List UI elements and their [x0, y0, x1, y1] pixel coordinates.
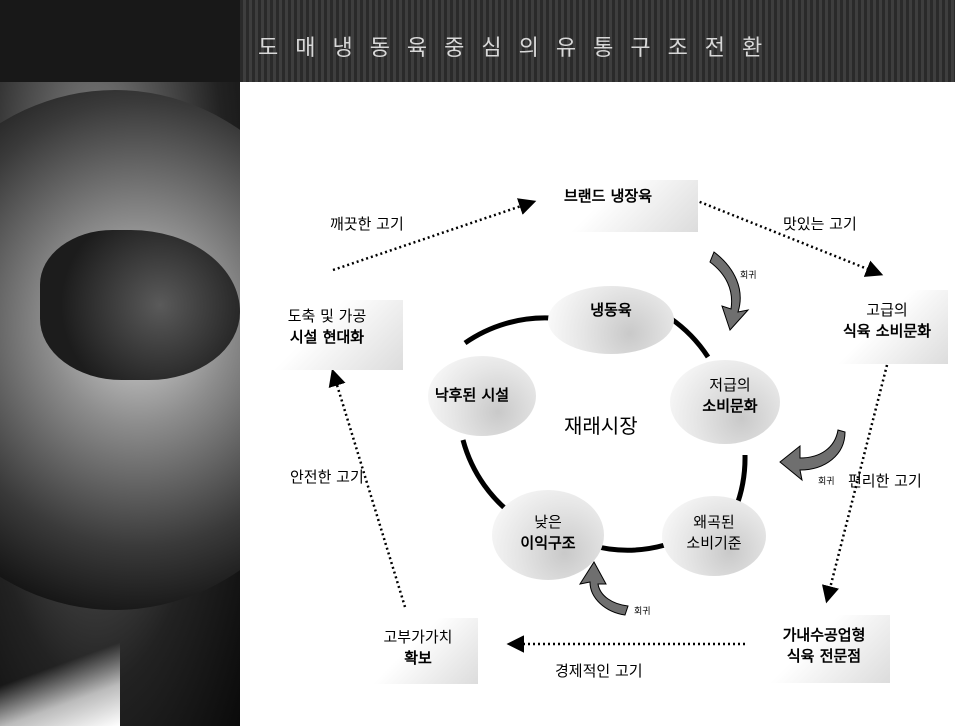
node-distorted-line2: 소비기준 — [686, 534, 742, 552]
box-modern — [258, 300, 403, 370]
edge-label-convenient: 편리한 고기 — [848, 472, 922, 490]
edge-safe — [328, 368, 407, 608]
node-value-line1: 고부가가치 — [383, 628, 453, 646]
return-label-top: 회귀 — [740, 271, 757, 281]
node-frozen: 냉동육 — [590, 301, 632, 319]
edge-label-safe: 안전한 고기 — [290, 468, 364, 486]
node-distorted: 왜곡된 소비기준 — [664, 512, 764, 554]
return-arrow-top — [709, 251, 750, 331]
ring-arc-top-left — [463, 315, 551, 346]
node-low-profit: 낮은 이익구조 — [498, 512, 598, 554]
node-modern-line1: 도축 및 가공 — [287, 307, 367, 325]
return-arrow-bottom — [578, 561, 629, 616]
node-specialty-line2: 식육 전문점 — [786, 647, 862, 665]
node-distorted-line1: 왜곡된 — [693, 513, 735, 531]
edge-clean — [332, 198, 537, 272]
top-left-strip — [0, 0, 240, 82]
node-value: 고부가가치 확보 — [368, 627, 468, 669]
edge-convenient — [821, 364, 889, 604]
node-value-line2: 확보 — [404, 649, 432, 667]
meat-dish-photo — [0, 0, 240, 726]
center-label: 재래시장 — [564, 414, 638, 438]
box-specialty — [758, 615, 890, 683]
banner-title: 도 매 냉 동 육 중 심 의 유 통 구 조 전 환 — [258, 36, 768, 61]
box-premium — [838, 290, 948, 364]
pill-low-culture — [670, 360, 780, 444]
edge-label-clean: 깨끗한 고기 — [330, 215, 404, 233]
node-low-profit-line2: 이익구조 — [520, 534, 576, 552]
pill-frozen — [548, 286, 674, 354]
box-brand — [538, 180, 698, 232]
node-specialty-line1: 가내수공업형 — [782, 626, 866, 644]
node-low-culture-line2: 소비문화 — [702, 397, 758, 415]
box-value — [368, 618, 478, 684]
title-banner: 도 매 냉 동 육 중 심 의 유 통 구 조 전 환 — [240, 0, 955, 82]
return-arrow-right — [779, 429, 846, 482]
node-low-culture: 저급의 소비문화 — [680, 375, 780, 417]
node-premium-line2: 식육 소비문화 — [842, 322, 932, 340]
table-highlight — [0, 630, 120, 726]
node-brand: 브랜드 냉장육 — [563, 187, 653, 205]
node-low-profit-line1: 낮은 — [534, 513, 562, 531]
pill-old-facility — [428, 356, 536, 436]
node-premium: 고급의 식육 소비문화 — [822, 300, 952, 342]
node-modern: 도축 및 가공 시설 현대화 — [262, 306, 392, 348]
edge-tasty — [694, 198, 884, 277]
node-low-culture-line1: 저급의 — [709, 376, 751, 394]
pill-low-profit — [492, 490, 604, 580]
ring-arc-top-right — [668, 315, 711, 359]
node-modern-line2: 시설 현대화 — [289, 328, 365, 346]
return-label-right: 회귀 — [818, 477, 835, 487]
edge-label-economic: 경제적인 고기 — [555, 662, 643, 680]
edge-label-tasty: 맛있는 고기 — [783, 215, 857, 233]
pill-distorted — [662, 496, 766, 576]
return-label-bottom: 회귀 — [634, 607, 651, 617]
node-old-facility: 낙후된 시설 — [434, 386, 510, 404]
node-specialty: 가내수공업형 식육 전문점 — [758, 625, 890, 667]
node-premium-line1: 고급의 — [866, 301, 908, 319]
meat-shape — [40, 230, 240, 380]
